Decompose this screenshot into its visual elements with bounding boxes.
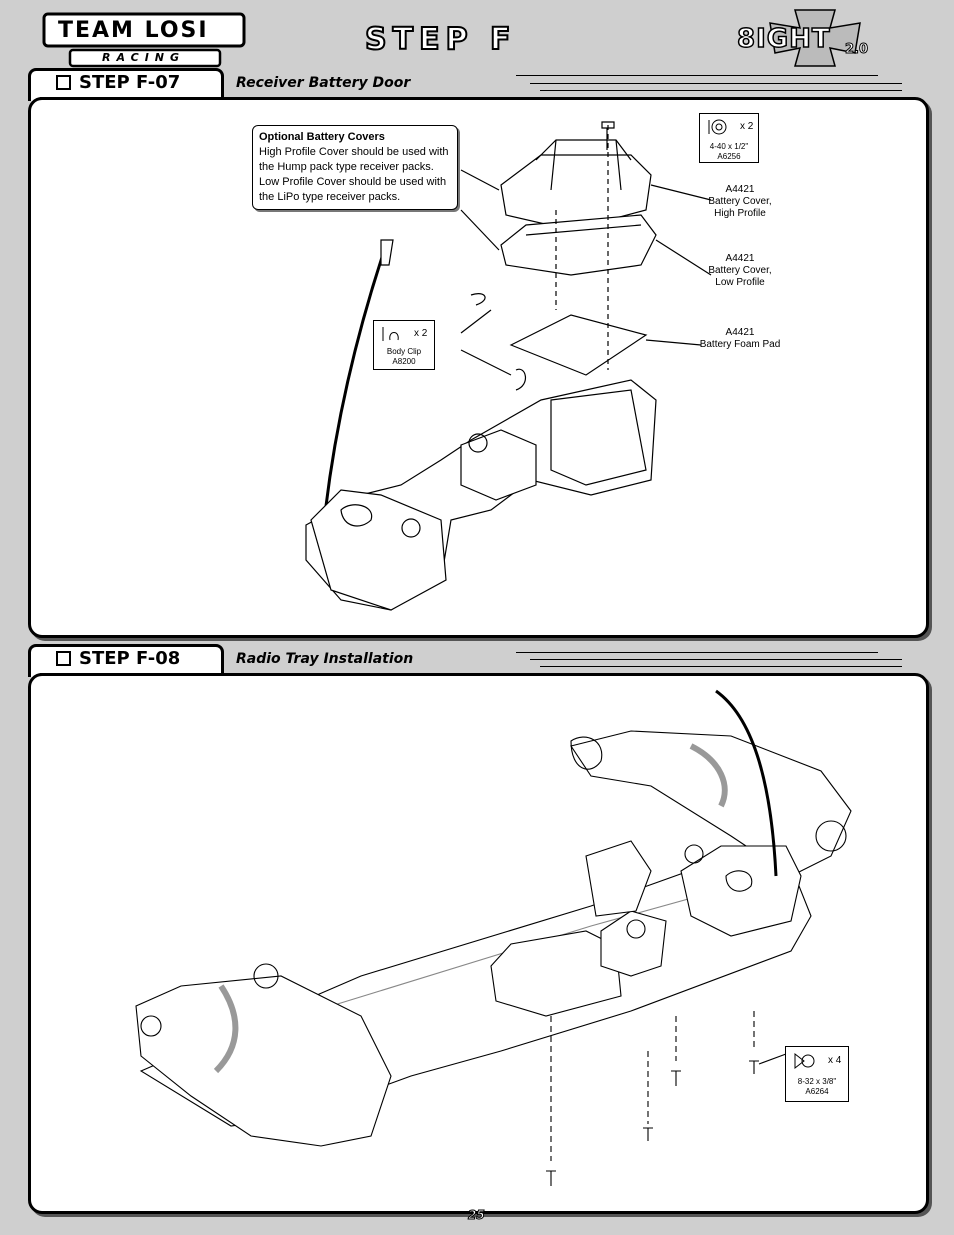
logo-graphic	[42, 12, 246, 68]
part-label-foam-pad: A4421 Battery Foam Pad	[681, 327, 799, 351]
screw-part: A6264	[805, 1087, 829, 1096]
step-f08-subtitle: Radio Tray Installation	[236, 651, 414, 667]
screw-qty: x 4	[828, 1055, 842, 1066]
callout-line: the LiPo type receiver packs.	[259, 191, 401, 203]
checkbox-icon[interactable]	[56, 651, 71, 666]
divider	[530, 659, 902, 660]
part-code: A4421	[725, 253, 755, 264]
screw-part: A6256	[717, 152, 741, 161]
screw-qty: x 2	[740, 121, 754, 132]
brand-bottom-text: RACING	[102, 51, 186, 64]
callout-line: Low Profile Cover should be used with	[259, 176, 447, 188]
step-f07-label: STEP F-07	[79, 72, 181, 93]
part-label-low-profile-cover: A4421 Battery Cover, Low Profile	[691, 253, 789, 289]
part-desc: Battery Cover,	[708, 265, 772, 276]
body-clip-parts-box: x 2 Body Clip A8200	[373, 320, 435, 370]
part-desc: High Profile	[714, 208, 766, 219]
page-title: STEP F	[364, 21, 517, 58]
body-clip-icon	[382, 327, 399, 341]
callout-line: High Profile Cover should be used with	[259, 146, 449, 158]
part-desc: Battery Cover,	[708, 196, 772, 207]
divider	[540, 90, 902, 91]
callout-title: Optional Battery Covers	[259, 131, 385, 143]
screw-parts-box: x 2 4-40 x 1/2" A6256	[699, 113, 759, 163]
step-f08-label: STEP F-08	[79, 648, 181, 669]
clip-name: Body Clip	[386, 347, 422, 356]
screw-size: 4-40 x 1/2"	[709, 142, 749, 151]
clip-qty: x 2	[414, 328, 428, 339]
divider	[540, 666, 902, 667]
part-desc: Low Profile	[715, 277, 765, 288]
clip-part: A8200	[392, 357, 416, 366]
checkbox-icon[interactable]	[56, 75, 71, 90]
part-desc: Battery Foam Pad	[699, 339, 781, 350]
divider	[530, 83, 902, 84]
step-f08-heading: STEP F-08	[56, 648, 180, 669]
part-code: A4421	[725, 327, 755, 338]
part-code: A4421	[725, 184, 755, 195]
team-losi-logo: TEAM LOSI RACING	[40, 10, 250, 70]
eight-logo: 8IGHT 2.0	[735, 8, 895, 68]
optional-battery-covers-callout: Optional Battery Covers High Profile Cov…	[252, 125, 458, 210]
screw-size: 8-32 x 3/8"	[797, 1077, 837, 1086]
radio-tray-installation-diagram	[135, 689, 852, 1186]
washer-screw-icon	[708, 119, 727, 135]
step-f07-panel: Optional Battery Covers High Profile Cov…	[28, 97, 929, 638]
screw-parts-box: x 4 8-32 x 3/8" A6264	[785, 1046, 849, 1102]
receiver-battery-door-diagram	[305, 121, 712, 611]
model-name: 8IGHT	[736, 23, 831, 55]
flat-head-screw-icon	[794, 1052, 815, 1070]
part-label-high-profile-cover: A4421 Battery Cover, High Profile	[691, 184, 789, 220]
divider	[516, 652, 878, 653]
page-number: 25	[468, 1208, 486, 1223]
step-f07-heading: STEP F-07	[56, 72, 180, 93]
brand-top-text: TEAM LOSI	[58, 18, 209, 43]
divider	[516, 75, 878, 76]
model-version: 2.0	[844, 42, 869, 58]
callout-line: the Hump pack type receiver packs.	[259, 161, 434, 173]
step-f08-panel: x 4 8-32 x 3/8" A6264	[28, 673, 929, 1214]
eight-cross-icon	[769, 9, 861, 67]
step-f07-subtitle: Receiver Battery Door	[236, 75, 411, 91]
